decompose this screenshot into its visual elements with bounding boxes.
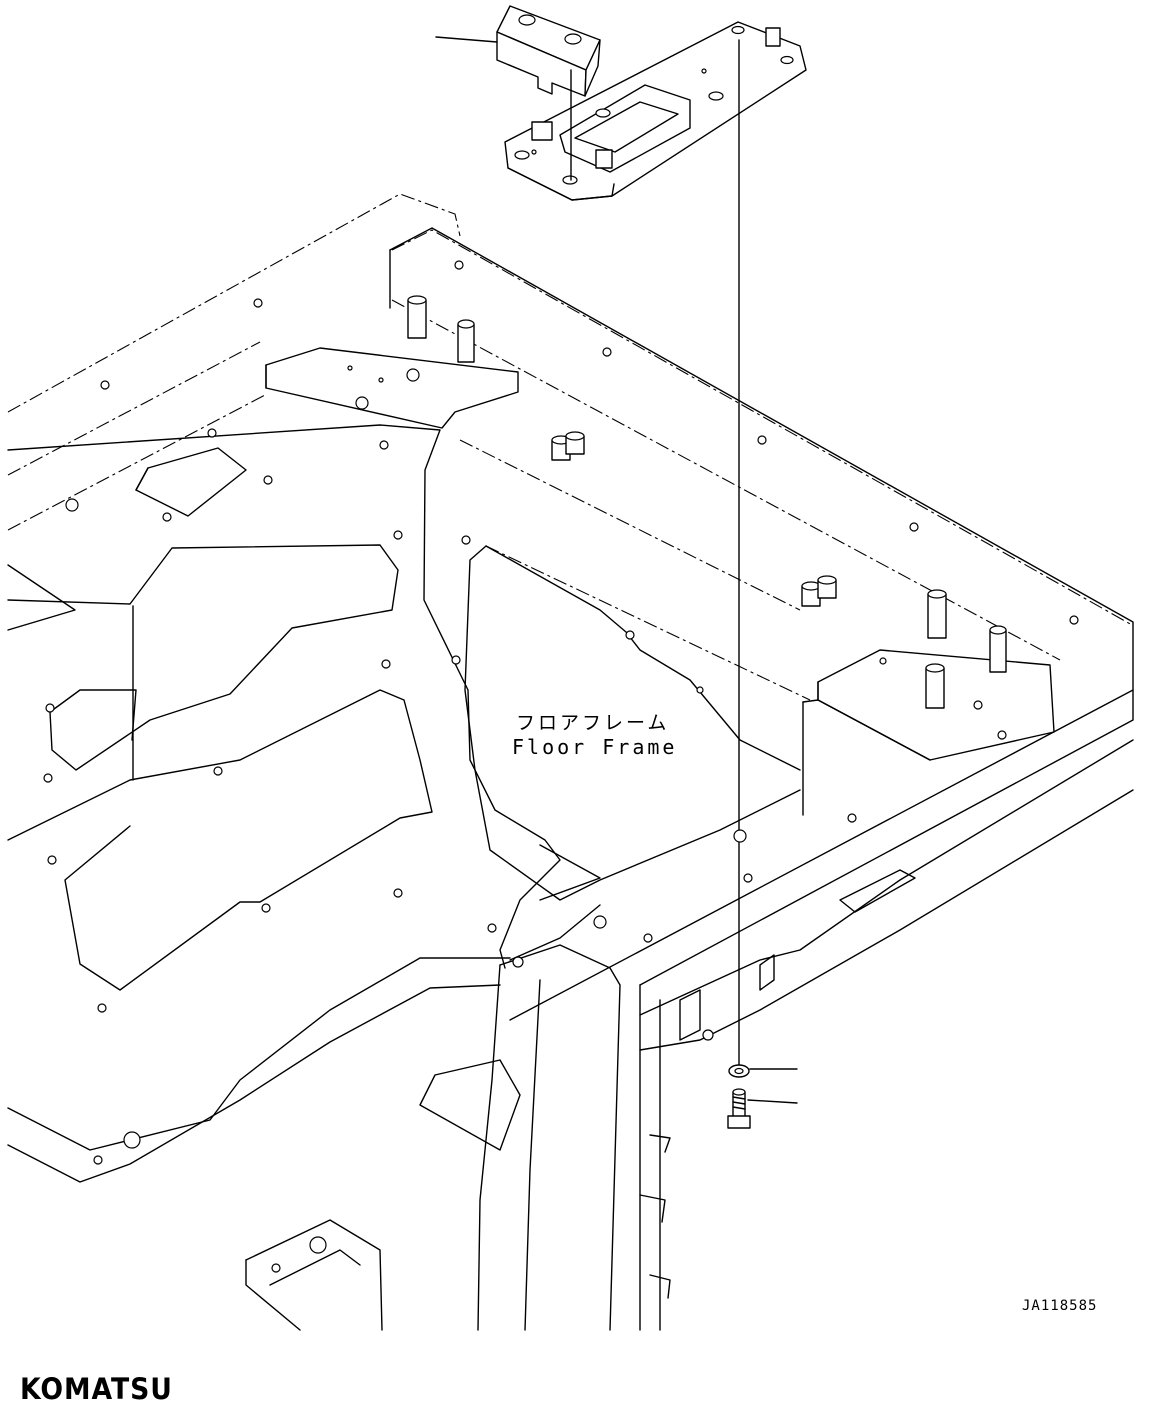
bracket-part (435, 5, 601, 97)
bolt-part (727, 1088, 798, 1129)
mounting-plate (504, 21, 807, 201)
frame-holes (43, 260, 1079, 1273)
frame-dashed-outline (7, 193, 1133, 701)
floor-frame (7, 227, 1134, 1331)
washer-part (728, 1064, 798, 1078)
frame-label-en: Floor Frame (512, 735, 678, 759)
frame-pins (407, 295, 1007, 709)
frame-label-jp: フロアフレーム (516, 712, 670, 734)
drawing-number: JA118585 (1022, 1298, 1098, 1314)
brand-logo: KOMATSU (20, 1372, 173, 1406)
